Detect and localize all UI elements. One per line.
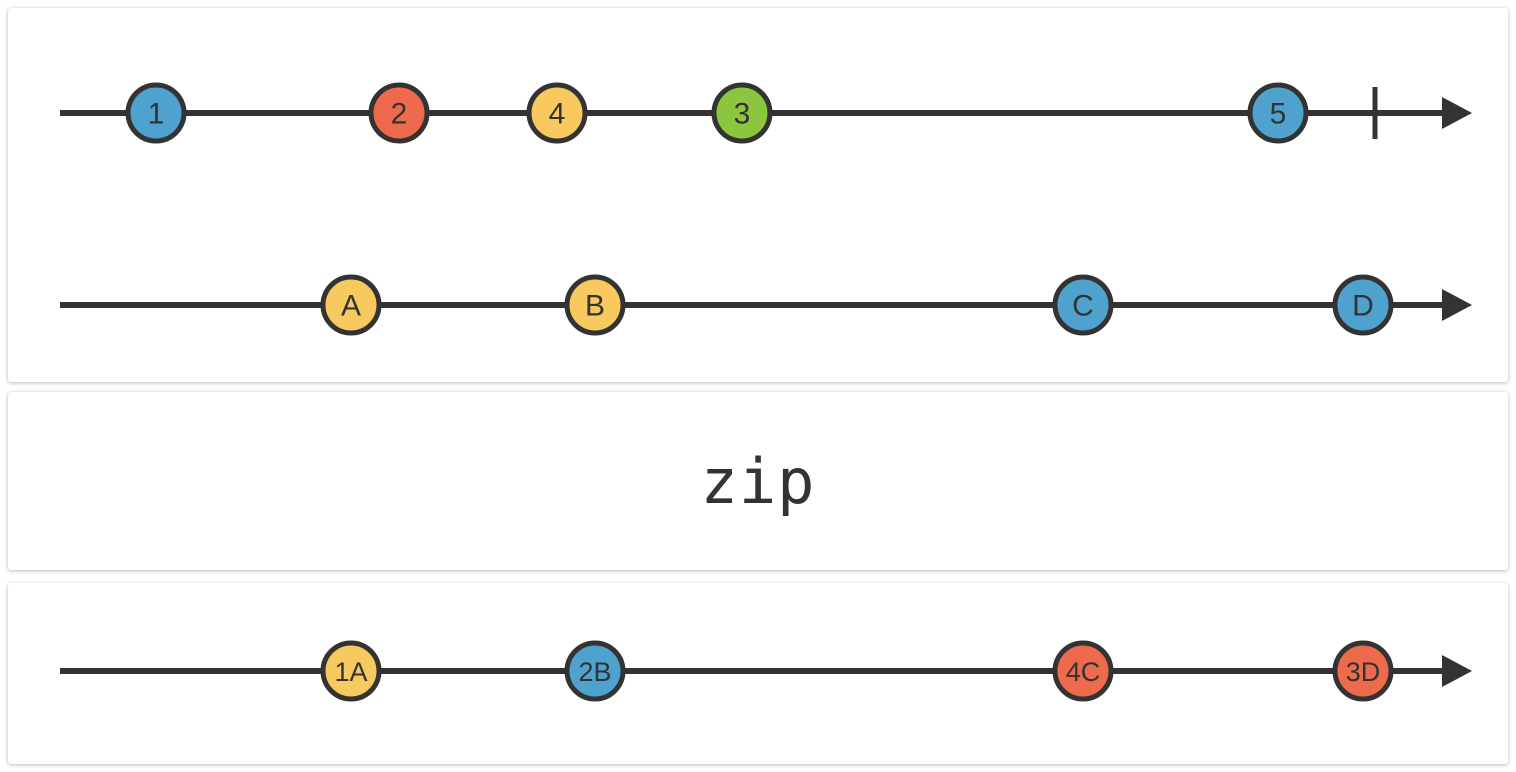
operator-panel[interactable]: zip bbox=[8, 392, 1508, 570]
marble-label: B bbox=[585, 290, 605, 323]
marble[interactable]: 5 bbox=[1247, 82, 1309, 144]
marble-circle[interactable] bbox=[526, 82, 588, 144]
marble-label: 3D bbox=[1346, 657, 1381, 687]
marble-label: 1A bbox=[334, 657, 367, 687]
marble-circle[interactable] bbox=[1052, 274, 1114, 336]
marble-circle[interactable] bbox=[564, 640, 626, 702]
source-timeline-2-container[interactable]: A B C D bbox=[8, 245, 1516, 365]
marble[interactable]: 1A bbox=[320, 640, 382, 702]
marble-circle[interactable] bbox=[1247, 82, 1309, 144]
marble[interactable]: 1 bbox=[125, 82, 187, 144]
marble-circle[interactable] bbox=[320, 274, 382, 336]
marble-circle[interactable] bbox=[1332, 640, 1394, 702]
marble-label: C bbox=[1072, 290, 1094, 323]
source-timeline-1-arrowhead-icon bbox=[1442, 97, 1472, 129]
marble-circle[interactable] bbox=[564, 274, 626, 336]
output-timeline-svg[interactable]: 1A 2B 4C 3D bbox=[8, 611, 1516, 731]
marble[interactable]: B bbox=[564, 274, 626, 336]
output-timeline-arrowhead-icon bbox=[1442, 655, 1472, 687]
marble-circle[interactable] bbox=[125, 82, 187, 144]
marble-circle[interactable] bbox=[1052, 640, 1114, 702]
marble-label: A bbox=[341, 290, 361, 323]
marble[interactable]: 2B bbox=[564, 640, 626, 702]
marble[interactable]: C bbox=[1052, 274, 1114, 336]
marble-circle[interactable] bbox=[711, 82, 773, 144]
source-streams-panel: 1 2 4 3 5 A B C D bbox=[8, 8, 1508, 382]
marble[interactable]: 3D bbox=[1332, 640, 1394, 702]
output-stream-panel: 1A 2B 4C 3D bbox=[8, 583, 1508, 764]
marble[interactable]: D bbox=[1332, 274, 1394, 336]
marble-circle[interactable] bbox=[368, 82, 430, 144]
marble-label: 3 bbox=[734, 98, 751, 131]
source-timeline-1-container[interactable]: 1 2 4 3 5 bbox=[8, 53, 1516, 173]
marble-label: 4C bbox=[1066, 657, 1101, 687]
source-timeline-2-arrowhead-icon bbox=[1442, 289, 1472, 321]
marble-circle[interactable] bbox=[320, 640, 382, 702]
marble-label: D bbox=[1352, 290, 1374, 323]
marble-label: 4 bbox=[549, 98, 566, 131]
marble-label: 5 bbox=[1270, 98, 1287, 131]
marble-circle[interactable] bbox=[1332, 274, 1394, 336]
marble-label: 1 bbox=[148, 98, 165, 131]
marble-label: 2B bbox=[578, 657, 611, 687]
operator-name-label: zip bbox=[700, 444, 816, 518]
marble[interactable]: A bbox=[320, 274, 382, 336]
source-timeline-1-svg[interactable]: 1 2 4 3 5 bbox=[8, 53, 1516, 173]
marble-label: 2 bbox=[391, 98, 408, 131]
marble[interactable]: 4 bbox=[526, 82, 588, 144]
source-timeline-2-svg[interactable]: A B C D bbox=[8, 245, 1516, 365]
marble[interactable]: 3 bbox=[711, 82, 773, 144]
marble[interactable]: 4C bbox=[1052, 640, 1114, 702]
marble[interactable]: 2 bbox=[368, 82, 430, 144]
output-timeline-container[interactable]: 1A 2B 4C 3D bbox=[8, 611, 1516, 731]
